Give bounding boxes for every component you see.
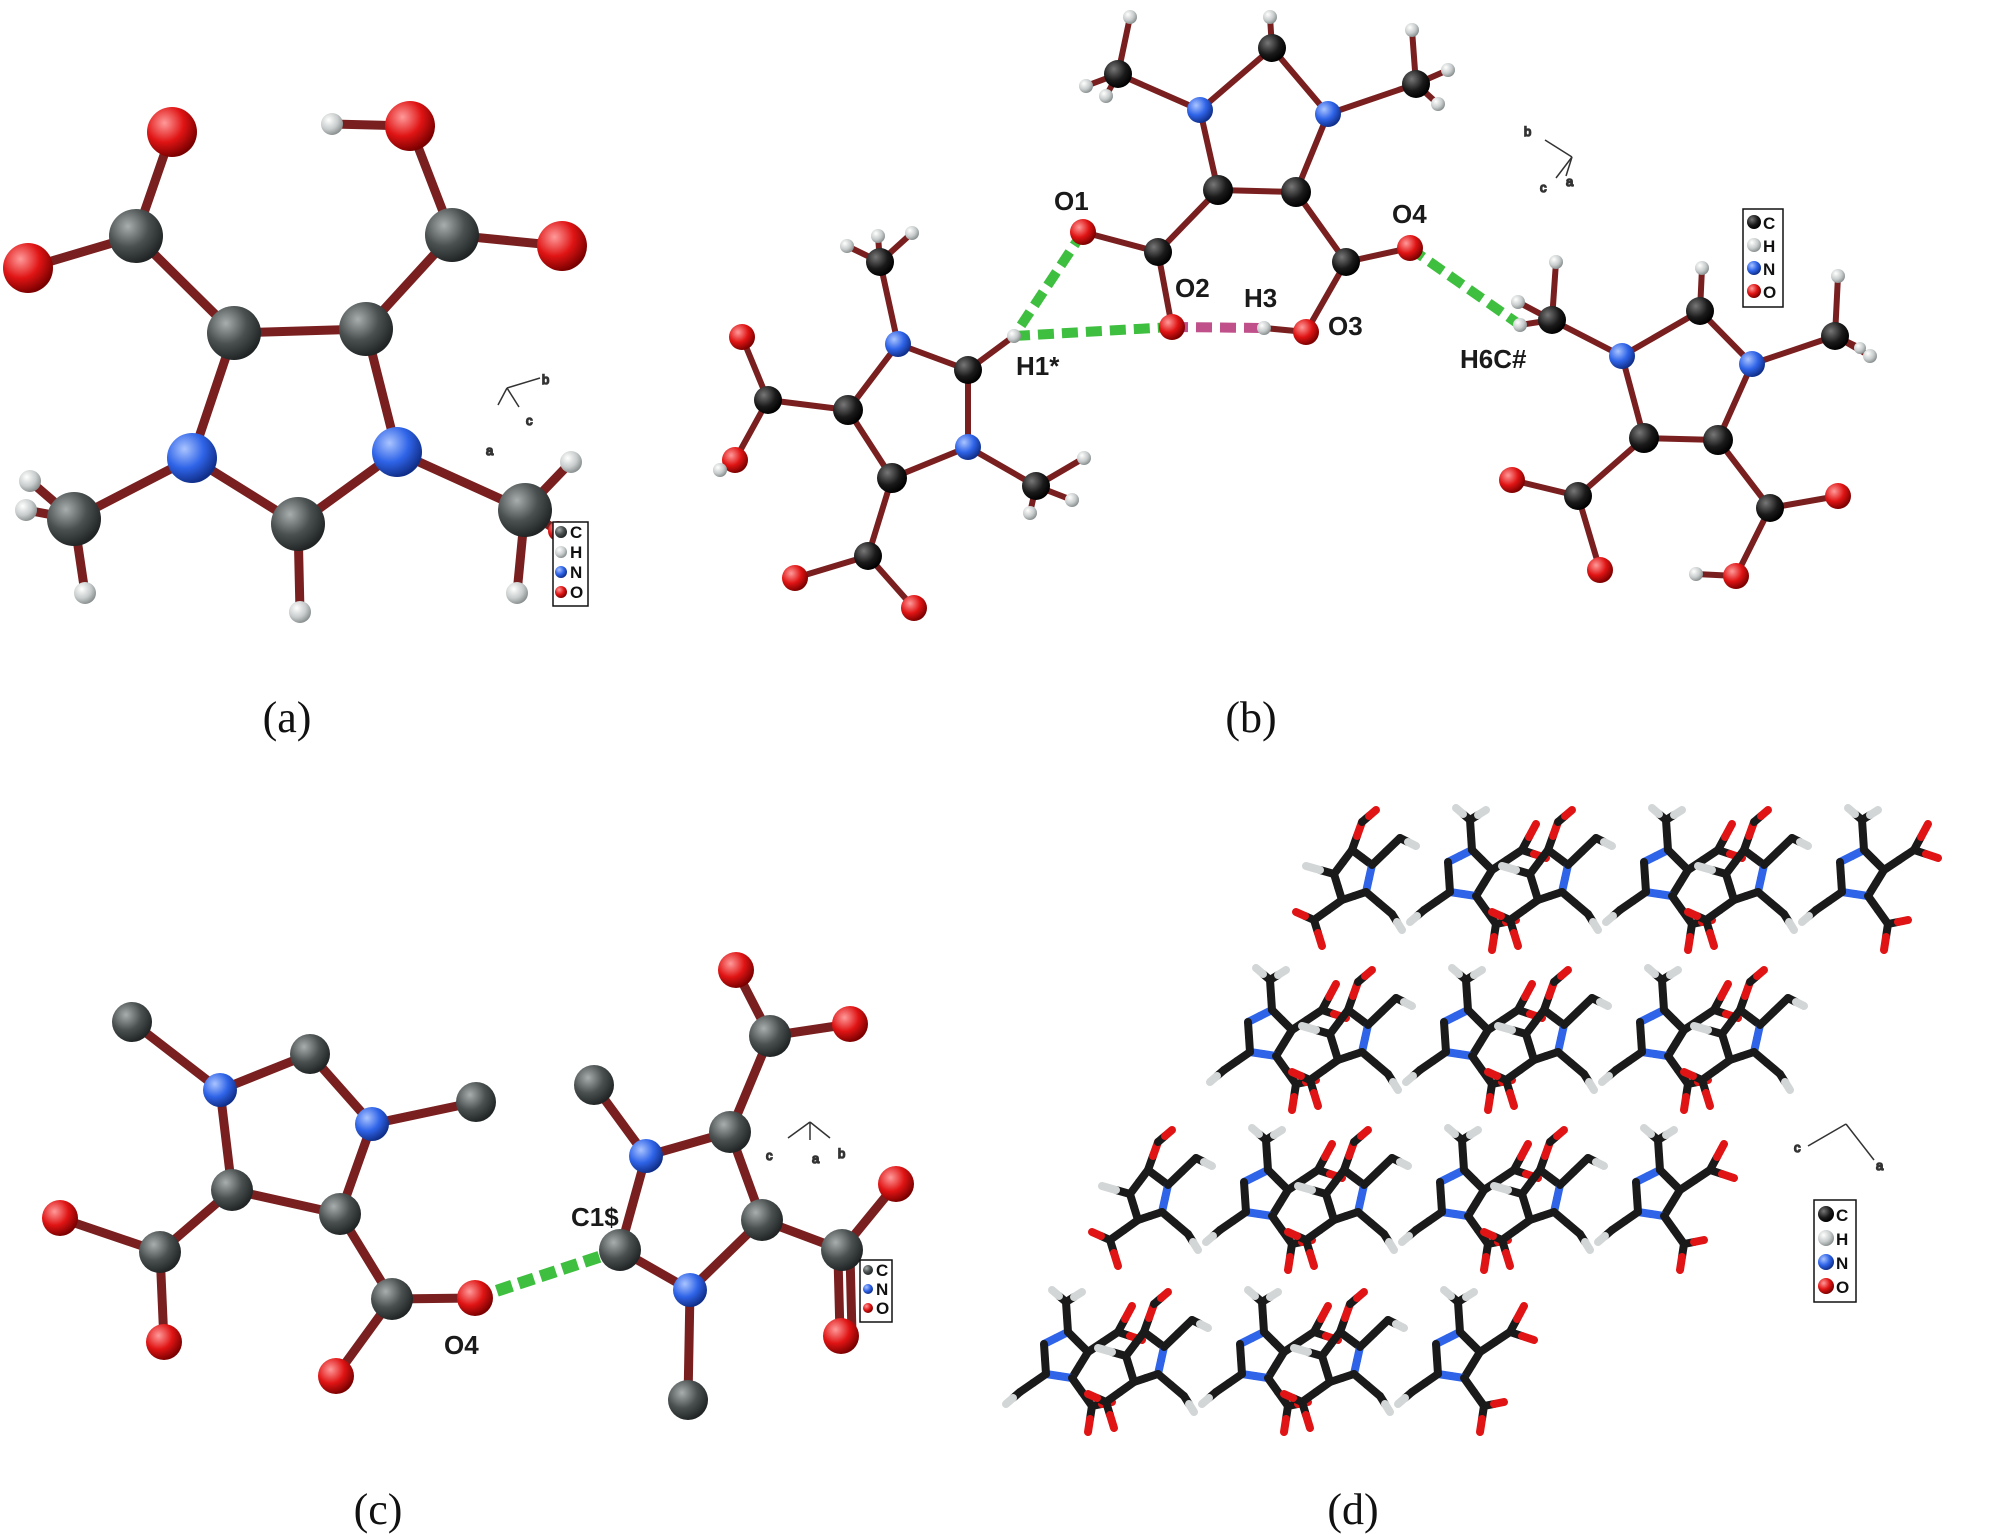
panel-c-legend-n: N	[876, 1280, 888, 1299]
panel-c-axes: c a b	[765, 1121, 846, 1167]
panel-a: b c a C H N O (a)	[3, 101, 589, 742]
panel-b-legend-h: H	[1763, 237, 1775, 256]
label-h3: H3	[1244, 283, 1277, 313]
panel-d-legend-c: C	[1836, 1206, 1848, 1225]
panel-d-axis-a: a	[1876, 1158, 1884, 1173]
panel-b-legend-o: O	[1763, 283, 1776, 302]
panel-b-atoms	[713, 10, 1877, 621]
panel-d-axis-c: c	[1794, 1140, 1801, 1155]
panel-b-labels: O1 O2 H3 O3 O4 H1* H6C#	[1016, 186, 1527, 381]
panel-a-legend-o: O	[570, 583, 583, 602]
panel-b-legend-n: N	[1763, 260, 1775, 279]
panel-d-legend: C H N O	[1813, 1199, 1857, 1303]
panel-b-axis-a: a	[1566, 174, 1574, 189]
panel-b-axes: b c a	[1523, 123, 1575, 196]
panel-c-atoms	[42, 952, 914, 1420]
panel-c-axis-b: b	[838, 1146, 845, 1161]
label-o3: O3	[1328, 311, 1363, 341]
label-o1: O1	[1054, 186, 1089, 216]
panel-d-legend-o: O	[1836, 1278, 1849, 1297]
label-c1-dollar: C1$	[571, 1202, 619, 1232]
label-h1-star: H1*	[1016, 351, 1060, 381]
panel-b-axis-b: b	[1524, 124, 1531, 139]
panel-b: O1 O2 H3 O3 O4 H1* H6C# b c a C H N O (b…	[713, 10, 1877, 742]
label-h6c-hash: H6C#	[1460, 344, 1527, 374]
panel-d-axes: c a	[1793, 1123, 1885, 1174]
panel-a-axes: b c a	[485, 371, 550, 459]
panel-a-axis-c: c	[526, 413, 533, 428]
panel-b-caption: (b)	[1225, 693, 1276, 742]
panel-a-legend-h: H	[570, 543, 582, 562]
panel-c: C1$ O4 c a b C N O (c)	[42, 952, 914, 1534]
panel-a-axis-b: b	[542, 372, 549, 387]
panel-c-caption: (c)	[354, 1485, 403, 1534]
panel-b-legend-c: C	[1763, 214, 1775, 233]
panel-d-legend-h: H	[1836, 1230, 1848, 1249]
panel-c-legend-o: O	[876, 1299, 889, 1318]
panel-a-atoms	[3, 101, 587, 623]
panel-d-legend-n: N	[1836, 1254, 1848, 1273]
panel-c-axis-c: c	[766, 1148, 773, 1163]
panel-a-legend-n: N	[570, 563, 582, 582]
panel-d-packing	[1002, 804, 1942, 1436]
panel-a-legend-c: C	[570, 523, 582, 542]
panel-c-legend-c: C	[876, 1261, 888, 1280]
label-o4: O4	[1392, 199, 1427, 229]
panel-a-axis-a: a	[486, 443, 494, 458]
panel-d: c a C H N O (d)	[1002, 804, 1942, 1534]
panel-c-hbond	[473, 1244, 622, 1304]
panel-c-legend: C N O	[859, 1259, 893, 1323]
panel-a-legend: C H N O	[552, 521, 589, 607]
panel-b-legend: C H N O	[1742, 208, 1784, 308]
panel-a-caption: (a)	[263, 693, 312, 742]
panel-c-labels: C1$ O4	[444, 1202, 619, 1360]
label-o2: O2	[1175, 273, 1210, 303]
panel-d-caption: (d)	[1327, 1485, 1378, 1534]
label-c-o4: O4	[444, 1330, 479, 1360]
panel-b-hbonds	[1009, 229, 1523, 341]
panel-b-axis-c: c	[1540, 180, 1547, 195]
panel-c-axis-a: a	[812, 1151, 820, 1166]
